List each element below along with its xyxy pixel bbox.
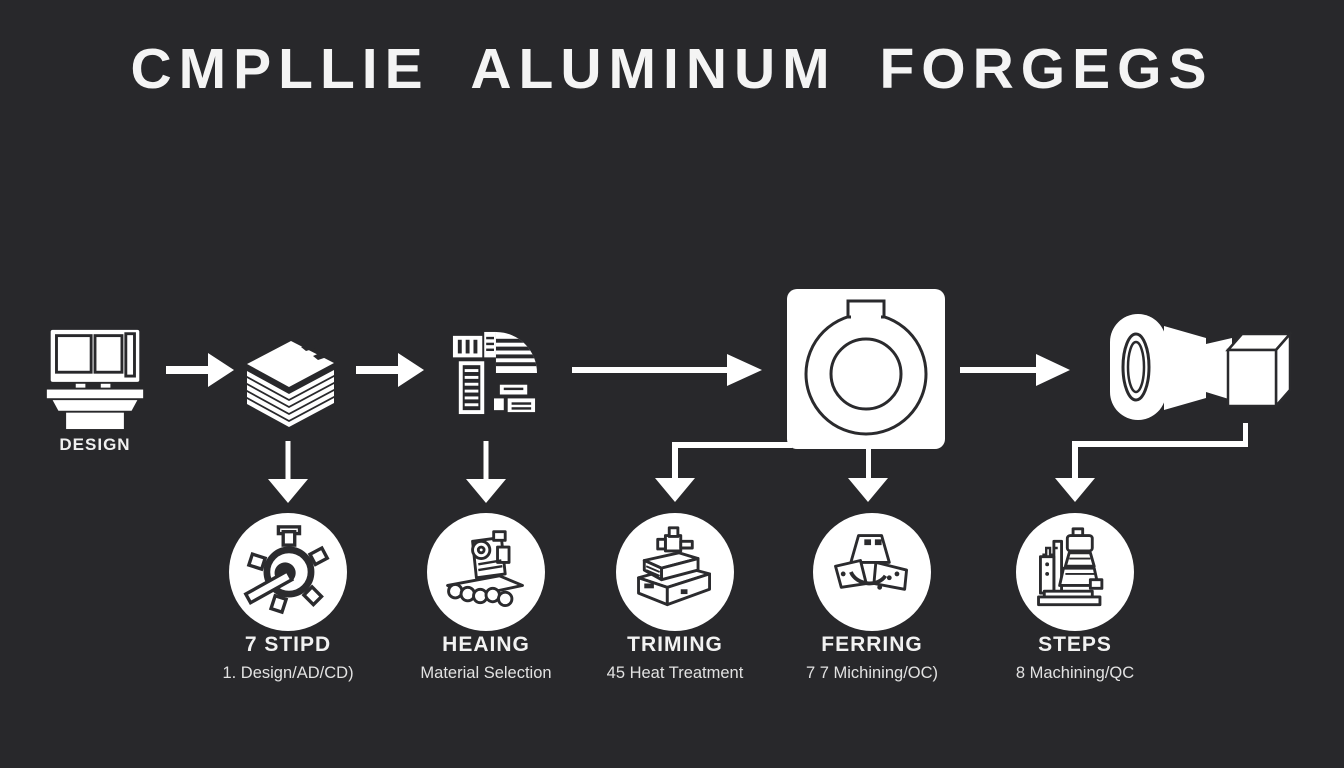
step-label: 7 STIPD [244,633,332,656]
forging-press-icon [834,534,908,591]
design-label: DESIGN [59,435,131,454]
forging-die-ring-icon [804,299,928,436]
arrow-right-icon [960,354,1070,386]
step-circle [229,513,347,631]
connector-line [1072,441,1248,447]
heating-machine-icon [446,530,524,608]
arrow-right-icon [572,354,762,386]
connector-line [672,442,792,448]
arrow-down-icon [466,441,506,503]
step-circle [427,513,545,631]
arrow-right-icon [356,353,424,387]
step-label: HEAING [442,633,530,656]
step-sublabel: 1. Design/AD/CD) [222,664,354,682]
step-sublabel: 45 Heat Treatment [606,664,744,682]
sheet-stack-icon [247,341,334,427]
step-label: FERRING [821,633,923,656]
step-label: TRIMING [627,633,723,656]
connector-line [866,448,871,480]
design-workstation-icon [46,329,144,430]
forging-die-card [787,289,945,449]
connector-line [672,442,678,480]
step-sublabel: 8 Machining/QC [1015,664,1135,682]
machining-center-icon [1037,527,1104,607]
step-circle [813,513,931,631]
arrowhead-down-icon [848,478,888,502]
arrow-down-icon [268,441,308,503]
step-sublabel: Material Selection [420,664,552,682]
page-title: CMPLLIE ALUMINUM FORGEGS [130,37,1214,101]
step-sublabel: 7 7 Michining/OC) [805,664,939,682]
arrow-right-icon [166,353,234,387]
arrowhead-down-icon [1055,478,1095,502]
connector-line [1072,441,1078,481]
gear-shaft-icon [243,525,330,615]
connector-line [1243,423,1248,445]
arrowhead-down-icon [655,478,695,502]
step-label: STEPS [1038,633,1112,656]
step-circle [1016,513,1134,631]
forged-part-icon [1110,314,1293,420]
furnace-pattern-icon [452,331,537,415]
step-circle [616,513,734,631]
trimming-machine-icon [637,526,711,607]
